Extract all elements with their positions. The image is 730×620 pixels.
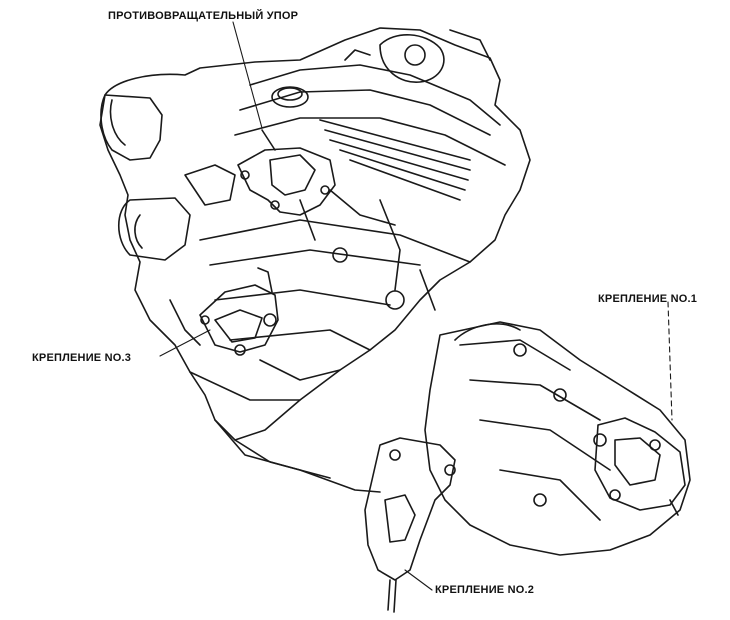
anti-rotation-stop-bracket — [237, 129, 336, 216]
mount-no3-bracket — [199, 267, 279, 356]
transmission — [424, 321, 691, 556]
label-anti-rotation-stop: ПРОТИВОВРАЩАТЕЛЬНЫЙ УПОР — [108, 10, 299, 22]
label-mount-no1: КРЕПЛЕНИЕ NO.1 — [598, 293, 698, 305]
engine-block — [99, 27, 531, 493]
mount-no2-bracket — [364, 437, 456, 613]
label-mount-no2: КРЕПЛЕНИЕ NO.2 — [435, 584, 535, 596]
mount-no1-bracket — [594, 417, 686, 516]
label-mount-no3: КРЕПЛЕНИЕ NO.3 — [32, 352, 132, 364]
leader-mount-no1 — [667, 301, 673, 421]
leader-lines — [159, 21, 673, 591]
leader-mount-no3 — [159, 329, 211, 357]
leader-anti-rotation — [232, 21, 263, 129]
leader-mount-no2 — [404, 569, 433, 591]
